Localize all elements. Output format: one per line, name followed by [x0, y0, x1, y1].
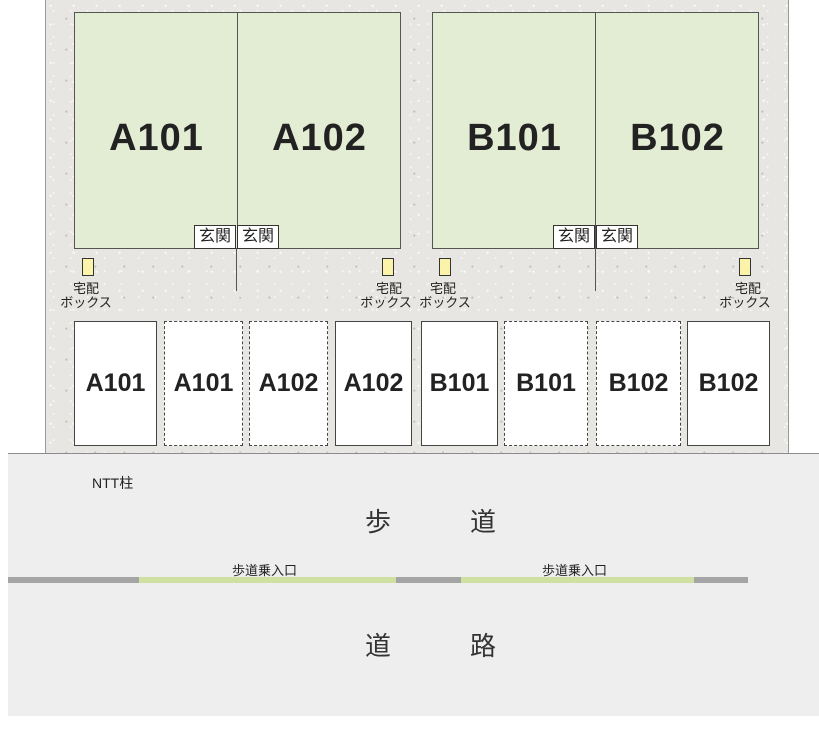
- street-area: [8, 453, 819, 716]
- delivery-box-label-line2: ボックス: [719, 295, 771, 310]
- unit-label-b101: B101: [467, 117, 562, 159]
- genkan-a102: 玄関: [237, 225, 279, 249]
- yard-divider-a: [236, 249, 237, 291]
- delivery-box-a101: [82, 258, 94, 276]
- unit-divider: [595, 13, 596, 248]
- unit-divider: [237, 13, 238, 248]
- road-label-char1: 道: [365, 631, 392, 661]
- delivery-box-label-line1: 宅配: [375, 281, 402, 296]
- delivery-box-b102: [739, 258, 751, 276]
- delivery-box-label-line1: 宅配: [72, 281, 99, 296]
- curb-segment: [694, 577, 748, 583]
- delivery-box-label-a101: 宅配 ボックス: [60, 282, 112, 310]
- parking-slot: A102: [249, 321, 328, 446]
- delivery-box-label-line1: 宅配: [430, 281, 457, 296]
- parking-slot: B102: [596, 321, 681, 446]
- genkan-a101: 玄関: [194, 225, 236, 249]
- delivery-box-label-b101: 宅配 ボックス: [419, 282, 471, 310]
- sidewalk-entrance-curb: [461, 577, 694, 583]
- sidewalk-entrance-label: 歩道乗入口: [542, 563, 608, 578]
- ntt-pole-label: NTT柱: [92, 475, 134, 491]
- yard-divider-b: [595, 249, 596, 291]
- delivery-box-label-line2: ボックス: [360, 295, 412, 310]
- sidewalk-label-char2: 道: [470, 507, 497, 537]
- sidewalk-label-char1: 歩: [365, 507, 392, 537]
- delivery-box-b101: [439, 258, 451, 276]
- unit-label-a102: A102: [272, 117, 367, 159]
- delivery-box-label-line2: ボックス: [60, 295, 112, 310]
- building-b: B101 B102 玄関 玄関: [432, 12, 759, 249]
- building-a: A101 A102 玄関 玄関: [74, 12, 401, 249]
- delivery-box-label-a102: 宅配 ボックス: [360, 282, 412, 310]
- genkan-b102: 玄関: [596, 225, 638, 249]
- curb-segment: [8, 577, 139, 583]
- parking-slot: A102: [335, 321, 412, 446]
- delivery-box-label-b102: 宅配 ボックス: [719, 282, 771, 310]
- road-label-char2: 路: [470, 631, 497, 661]
- sidewalk-entrance-curb: [139, 577, 396, 583]
- parking-slot: A101: [74, 321, 157, 446]
- sidewalk-entrance-label: 歩道乗入口: [232, 563, 298, 578]
- curb-segment: [396, 577, 461, 583]
- parking-slot: A101: [164, 321, 243, 446]
- parking-slot: B102: [687, 321, 770, 446]
- parking-slot: B101: [421, 321, 498, 446]
- unit-label-a101: A101: [109, 117, 204, 159]
- delivery-box-label-line1: 宅配: [734, 281, 761, 296]
- genkan-b101: 玄関: [553, 225, 595, 249]
- unit-label-b102: B102: [630, 117, 725, 159]
- parking-slot: B101: [504, 321, 588, 446]
- delivery-box-label-line2: ボックス: [419, 295, 471, 310]
- delivery-box-a102: [382, 258, 394, 276]
